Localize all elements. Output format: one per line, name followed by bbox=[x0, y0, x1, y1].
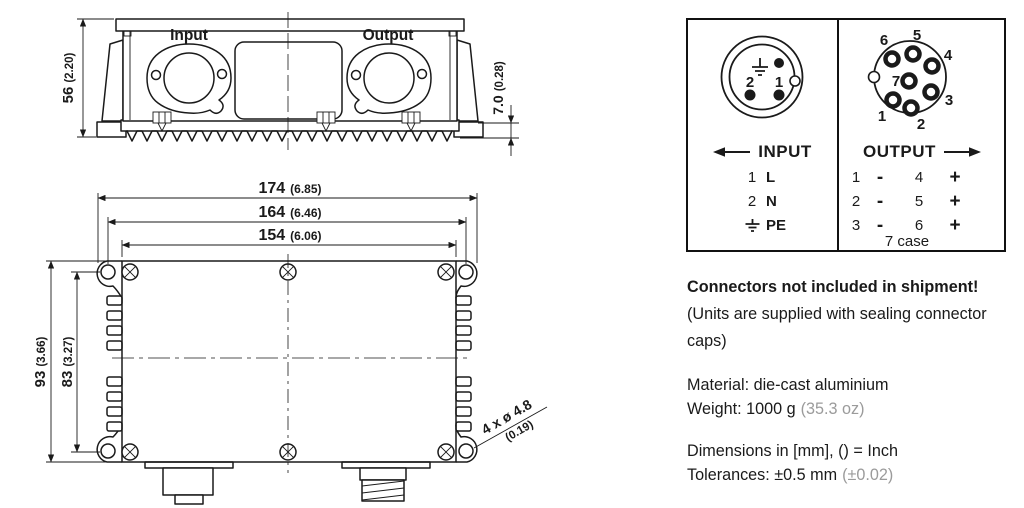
input-pin-row: PE bbox=[688, 213, 837, 237]
svg-text:83(3.27): 83(3.27) bbox=[59, 336, 76, 387]
top-view-drawing: Input Output 56(2.20) 7.0(0.28) bbox=[60, 12, 519, 156]
pin-4 bbox=[923, 57, 941, 75]
device-drawings: Input Output 56(2.20) 7.0(0.28) bbox=[32, 12, 548, 505]
pin-3 bbox=[922, 83, 940, 101]
input-pin-row: 1 L bbox=[747, 168, 776, 186]
svg-text:56(2.20): 56(2.20) bbox=[60, 52, 77, 103]
minus-sign: - bbox=[876, 214, 884, 236]
output-pin-row: 3 - 6 + bbox=[851, 214, 961, 236]
dimensions-note: Dimensions in [mm], () = Inch bbox=[687, 442, 898, 460]
svg-text:174(6.85): 174(6.85) bbox=[258, 180, 321, 197]
label-plate bbox=[234, 41, 343, 120]
output-connector-face: 6 5 4 7 3 2 1 bbox=[867, 27, 953, 133]
input-header: INPUT bbox=[688, 142, 837, 162]
bottom-connectors bbox=[144, 461, 431, 505]
pin-1 bbox=[884, 91, 902, 109]
heatsink-fins bbox=[106, 295, 472, 432]
pin-1 bbox=[773, 89, 785, 101]
earth-ground-icon bbox=[752, 58, 768, 76]
output-pins bbox=[883, 45, 941, 117]
heatsink-teeth bbox=[125, 129, 454, 142]
pin-5 bbox=[904, 45, 922, 63]
dim-height-93: 93(3.66) bbox=[32, 260, 118, 463]
dim-height-83: 83(3.27) bbox=[59, 271, 100, 453]
pin-7 bbox=[900, 72, 918, 90]
dim-width-164: 164(6.46) bbox=[107, 204, 467, 264]
dimensions-tolerance-block: Dimensions in [mm], () = Inch Tolerances… bbox=[687, 440, 1024, 487]
mounting-tabs bbox=[152, 111, 421, 133]
connectors-warning: Connectors not included in shipment! bbox=[687, 278, 979, 296]
plus-sign: + bbox=[949, 190, 961, 212]
input-connector-flange bbox=[146, 43, 232, 114]
pin-7-label: 7 bbox=[892, 73, 900, 90]
input-title: INPUT bbox=[758, 142, 812, 161]
pin-2-label: 2 bbox=[917, 116, 925, 133]
keyway-notch bbox=[867, 70, 881, 84]
pin-1-label: 1 bbox=[878, 108, 886, 125]
mounting-ears bbox=[96, 260, 478, 463]
enclosure-body-plan bbox=[121, 260, 457, 463]
dim-height-56: 56(2.20) bbox=[60, 18, 114, 138]
weight-imperial: (35.3 oz) bbox=[800, 399, 865, 418]
pin-5-label: 5 bbox=[913, 27, 921, 44]
tolerance-imperial: (±0.02) bbox=[842, 465, 894, 484]
input-port-label: Input bbox=[170, 27, 208, 44]
arrow-left-icon bbox=[713, 147, 751, 157]
output-pinout-section: 6 5 4 7 3 2 1 OUTPUT 1 - 4 bbox=[839, 20, 1005, 250]
input-connector-face: 2 1 bbox=[720, 35, 804, 119]
minus-sign: - bbox=[876, 166, 884, 188]
output-connector-flange bbox=[346, 43, 432, 114]
output-title: OUTPUT bbox=[863, 142, 936, 161]
dim-width-154: 154(6.06) bbox=[121, 227, 457, 257]
svg-text:93(3.66): 93(3.66) bbox=[32, 336, 49, 387]
output-pin-row: 1 - 4 + bbox=[851, 166, 961, 188]
pin-1-label: 1 bbox=[775, 74, 783, 91]
pin-6 bbox=[883, 50, 901, 68]
pin-6-label: 6 bbox=[880, 32, 888, 49]
weight-note: Weight: 1000 g(35.3 oz) bbox=[687, 399, 865, 418]
minus-sign: - bbox=[876, 190, 884, 212]
input-pin-row: 2 N bbox=[747, 192, 777, 210]
sealing-caps-note: (Units are supplied with sealing connect… bbox=[687, 305, 987, 350]
arrow-right-icon bbox=[943, 147, 981, 157]
input-pinout-section: 2 1 INPUT 1 L 2 N bbox=[688, 20, 839, 250]
pinout-panel: 2 1 INPUT 1 L 2 N bbox=[686, 18, 1006, 252]
ground-pin bbox=[774, 58, 784, 68]
svg-text:154(6.06): 154(6.06) bbox=[258, 227, 321, 244]
output-port-label: Output bbox=[363, 27, 414, 44]
plus-sign: + bbox=[949, 214, 961, 236]
output-pin-row: 2 - 5 + bbox=[851, 190, 961, 212]
plus-sign: + bbox=[949, 166, 961, 188]
output-pin-table: 1 - 4 + 2 - 5 + 3 - 6 + bbox=[839, 165, 1005, 237]
material-note: Material: die-cast aluminium bbox=[687, 376, 889, 394]
dim-width-174: 174(6.85) bbox=[97, 180, 478, 263]
earth-ground-icon bbox=[745, 218, 759, 232]
product-notes: Connectors not included in shipment! (Un… bbox=[687, 274, 1024, 487]
pin-3-label: 3 bbox=[945, 92, 953, 109]
material-weight-block: Material: die-cast aluminium Weight: 100… bbox=[687, 374, 1024, 421]
enclosure-lid bbox=[115, 18, 465, 32]
dim-mount-holes-note: 4 x ø 4.8 (0.19) bbox=[473, 396, 548, 449]
pin-2-label: 2 bbox=[746, 74, 754, 91]
svg-text:7.0(0.28): 7.0(0.28) bbox=[490, 61, 506, 115]
keyway-notch bbox=[789, 75, 801, 87]
output-header: OUTPUT bbox=[839, 142, 1005, 162]
pin-2 bbox=[902, 99, 920, 117]
plan-view-drawing: 174(6.85) 164(6.46) 154(6.06) 93(3.66) bbox=[32, 180, 548, 505]
dim-foot-7: 7.0(0.28) bbox=[460, 61, 519, 156]
left-mount-flange bbox=[101, 39, 124, 122]
svg-text:164(6.46): 164(6.46) bbox=[258, 204, 321, 221]
pin-4-label: 4 bbox=[944, 47, 953, 64]
pin-2 bbox=[744, 89, 756, 101]
right-mount-flange bbox=[456, 39, 479, 122]
case-pin-note: 7 case bbox=[884, 233, 930, 250]
mounting-holes bbox=[100, 264, 474, 459]
tolerance-note: Tolerances: ±0.5 mm(±0.02) bbox=[687, 465, 894, 484]
input-pin-table: 1 L 2 N PE bbox=[688, 165, 837, 237]
